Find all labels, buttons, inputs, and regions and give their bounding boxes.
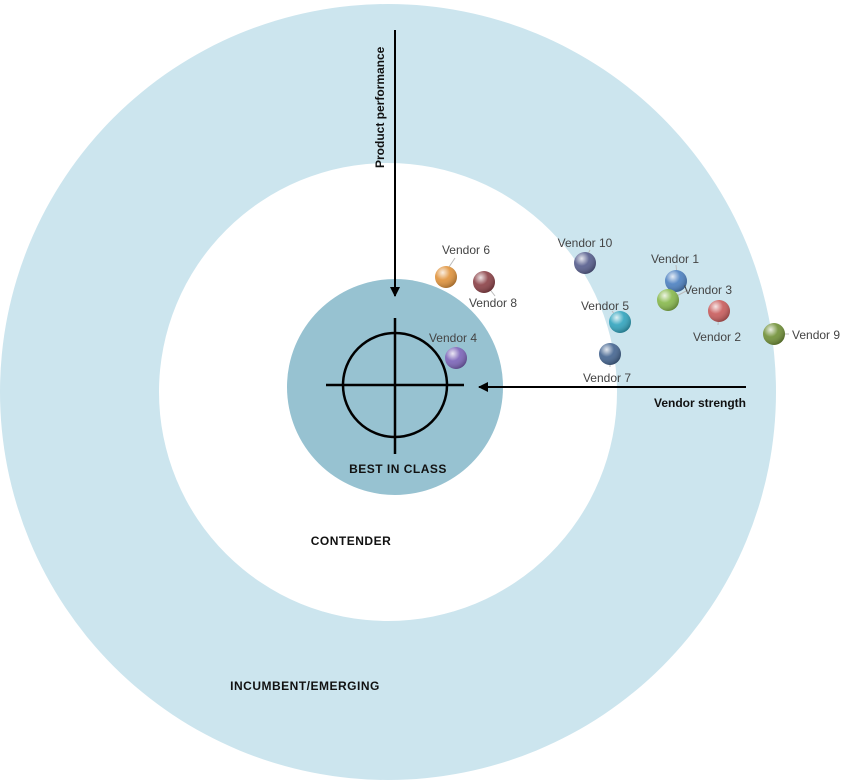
vendor-6-marker[interactable] (435, 266, 457, 288)
vendor-7-label: Vendor 7 (583, 371, 631, 385)
vendor-5-marker[interactable] (609, 311, 631, 333)
vendor-1-marker[interactable] (665, 270, 687, 292)
vendor-8-label: Vendor 8 (469, 296, 517, 310)
vendor-3-marker[interactable] (657, 289, 679, 311)
vendor-7-marker[interactable] (599, 343, 621, 365)
vendor-10-marker[interactable] (574, 252, 596, 274)
incumbent-emerging-label: INCUMBENT/EMERGING (230, 679, 380, 693)
vendor-5-label: Vendor 5 (581, 299, 629, 313)
vendor-4-marker[interactable] (445, 347, 467, 369)
vendor-3-label: Vendor 3 (684, 283, 732, 297)
vendor-2-marker[interactable] (708, 300, 730, 322)
vendor-1-label: Vendor 1 (651, 252, 699, 266)
vendor-9-label: Vendor 9 (792, 328, 840, 342)
vendor-10-label: Vendor 10 (558, 236, 613, 250)
vendor-strength-label: Vendor strength (654, 396, 746, 410)
vendor-2-label: Vendor 2 (693, 330, 741, 344)
vendor-8-marker[interactable] (473, 271, 495, 293)
vendor-9-marker[interactable] (763, 323, 785, 345)
best-in-class-label: BEST IN CLASS (349, 462, 447, 476)
crosshair-icon (326, 318, 464, 454)
contender-label: CONTENDER (311, 534, 392, 548)
vendor-6-label: Vendor 6 (442, 243, 490, 257)
vendor-4-label: Vendor 4 (429, 331, 477, 345)
product-performance-label: Product performance (373, 46, 387, 168)
